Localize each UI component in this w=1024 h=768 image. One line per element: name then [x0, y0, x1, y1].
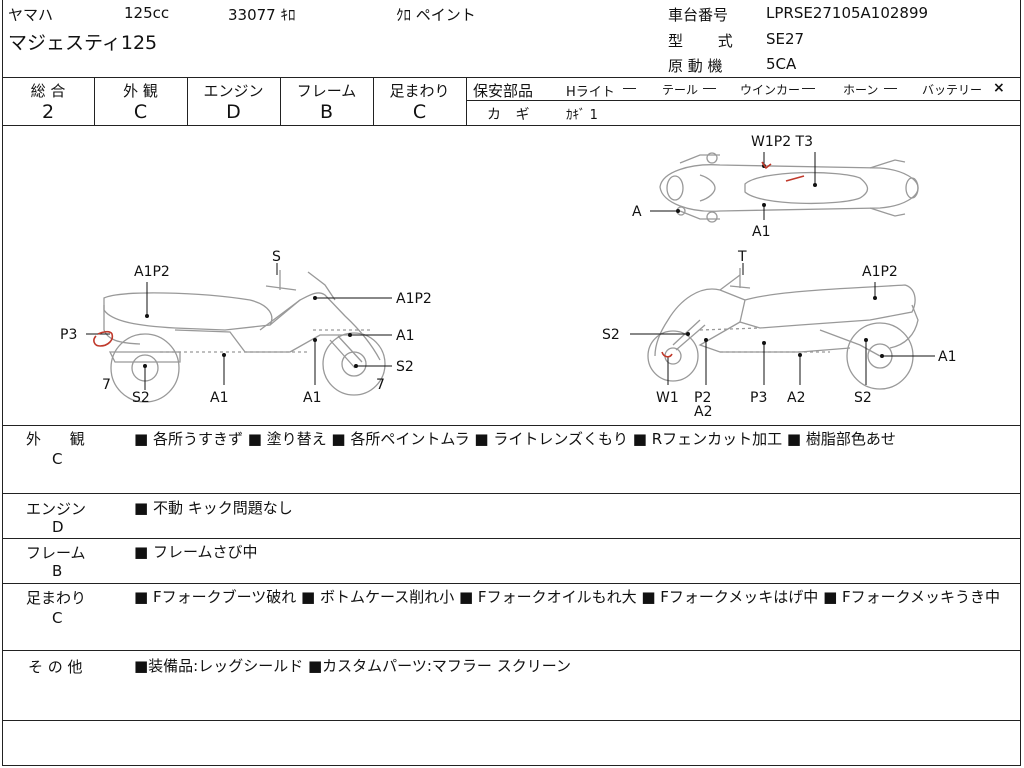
- label-left-s2-front: S2: [396, 359, 414, 375]
- label-right-s2: S2: [602, 327, 620, 343]
- remark-other-text: ■装備品:レッグシールド ■カスタムパーツ:マフラー スクリーン: [134, 657, 571, 675]
- label-right-a1: A1: [938, 349, 956, 365]
- safety-tail-value: ―: [703, 81, 716, 96]
- label-right-p2: P2: [694, 390, 711, 406]
- remark-exterior-grade: C: [52, 450, 63, 468]
- label-left-a1-mid: A1: [210, 390, 228, 406]
- model-name: マジェスティ125: [8, 32, 158, 54]
- grade-frame-value: B: [319, 101, 334, 123]
- label-right-s2-rear: S2: [854, 390, 872, 406]
- remark-frame-text: ■ フレームさび中: [134, 543, 258, 561]
- remark-other-label: そ の 他: [28, 658, 83, 676]
- right-side-scooter: [647, 268, 919, 390]
- safety-winker-label: ウインカー: [740, 83, 801, 97]
- remark-suspension-grade: C: [52, 609, 63, 627]
- label-top-w1p2t3: W1P2 T3: [751, 134, 813, 150]
- remark-exterior-text: ■ 各所うすきず ■ 塗り替え ■ 各所ペイントムラ ■ ライトレンズくもり ■…: [134, 430, 896, 448]
- remark-engine-label: エンジン: [26, 500, 87, 518]
- label-right-p3: P3: [750, 390, 767, 406]
- grade-exterior-label: 外 観: [123, 82, 158, 100]
- label-left-7-rear: 7: [102, 377, 111, 393]
- label-top-a1: A1: [752, 224, 770, 240]
- grade-suspension-label: 足まわり: [389, 82, 450, 100]
- engine-model-label: 原 動 機: [668, 57, 723, 75]
- label-right-t: T: [737, 249, 747, 265]
- remark-frame-label: フレーム: [26, 544, 86, 562]
- key-value: ｶｷﾞ 1: [566, 108, 598, 123]
- label-right-a1p2: A1P2: [862, 264, 898, 280]
- label-top-a: A: [632, 204, 642, 220]
- color: ｸﾛ ペイント: [396, 6, 476, 24]
- safety-title: 保安部品: [473, 82, 534, 100]
- grade-overall-value: 2: [41, 101, 55, 123]
- left-side-scooter: [103, 270, 386, 403]
- label-left-a1-front: A1: [396, 328, 414, 344]
- safety-headlight-value: ―: [623, 81, 636, 96]
- displacement: 125cc: [124, 4, 170, 22]
- safety-horn-label: ホーン: [843, 83, 879, 97]
- frame-number-value: LPRSE27105A102899: [766, 4, 929, 22]
- grade-frame-label: フレーム: [296, 82, 357, 100]
- label-left-s: S: [272, 249, 281, 265]
- mileage: 33077 ｷﾛ: [228, 6, 296, 24]
- label-right-a2-low: A2: [694, 404, 712, 420]
- type-label: 型 式: [668, 32, 733, 50]
- safety-headlight-label: Hライト: [566, 85, 615, 100]
- remark-suspension-label: 足まわり: [26, 589, 87, 607]
- label-left-a1-bottom: A1: [303, 390, 321, 406]
- safety-horn-value: ―: [884, 81, 897, 96]
- top-view-scooter: [659, 152, 919, 223]
- remark-exterior-label: 外 観: [26, 430, 85, 448]
- safety-battery-label: バッテリー: [922, 83, 983, 97]
- grade-engine-label: エンジン: [203, 82, 264, 100]
- remark-frame-grade: B: [52, 562, 63, 580]
- damage-diagram: W1P2 T3 A A1 A1P2 S A1P2 P3 A1 S2 7 7 S2…: [60, 134, 956, 420]
- frame-number-label: 車台番号: [668, 6, 729, 24]
- label-left-p3: P3: [60, 327, 77, 343]
- grade-suspension-value: C: [412, 101, 427, 123]
- safety-tail-label: テール: [662, 83, 699, 97]
- grade-exterior-value: C: [133, 101, 148, 123]
- safety-battery-value: ×: [993, 80, 1005, 96]
- label-left-a1p2-front: A1P2: [396, 291, 432, 307]
- engine-model-value: 5CA: [766, 55, 797, 73]
- label-left-a1p2-rear: A1P2: [134, 264, 170, 280]
- key-label: カ ギ: [487, 107, 530, 123]
- label-left-s2-rear: S2: [132, 390, 150, 406]
- remark-engine-text: ■ 不動 キック問題なし: [134, 499, 293, 517]
- label-right-a2: A2: [787, 390, 805, 406]
- remark-suspension-text: ■ Fフォークブーツ破れ ■ ボトムケース削れ小 ■ Fフォークオイルもれ大 ■…: [134, 588, 1001, 606]
- maker: ヤマハ: [8, 6, 54, 24]
- grade-overall-label: 総 合: [30, 82, 66, 100]
- label-right-w1: W1: [656, 390, 679, 406]
- remark-engine-grade: D: [52, 518, 64, 536]
- safety-winker-value: ―: [802, 81, 815, 96]
- grade-engine-value: D: [226, 101, 241, 123]
- type-value: SE27: [766, 30, 805, 48]
- label-left-7-front: 7: [376, 377, 385, 393]
